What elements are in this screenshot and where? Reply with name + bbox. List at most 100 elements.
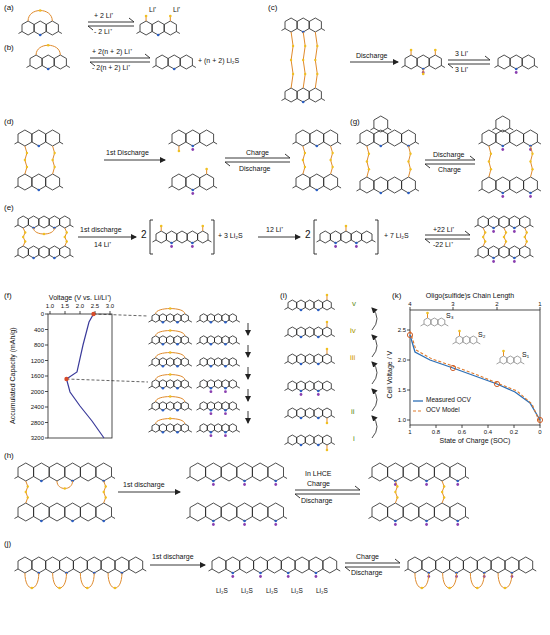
structure-stroke [236, 430, 240, 432]
atom-dot [515, 71, 518, 74]
panel-letter: (i) [280, 292, 287, 300]
annotation-text: Cell Voltage / V [386, 351, 393, 399]
atom-dot [25, 491, 27, 493]
bracket [150, 220, 153, 254]
ring [281, 557, 295, 573]
atom-dot [425, 520, 428, 523]
annotation-text: 0.6 [458, 429, 466, 435]
sulfur-loop [53, 573, 67, 588]
atom-dot [421, 587, 424, 590]
structure-stroke [110, 311, 111, 314]
atom-dot [492, 257, 495, 260]
plot-frame [48, 314, 112, 438]
atom-dot [259, 572, 262, 575]
ring [524, 130, 538, 146]
atom-dot [492, 230, 495, 233]
ring [305, 327, 314, 337]
ring [252, 463, 268, 481]
structure-stroke [236, 320, 240, 322]
ring [305, 381, 314, 391]
panel-letter: (k) [392, 292, 401, 300]
ring [323, 408, 332, 418]
ring [372, 503, 388, 521]
atom-dot [176, 321, 179, 324]
atom-dot [331, 166, 333, 168]
atom-dot [304, 45, 306, 47]
atom-dot [304, 152, 306, 154]
atom-dot [169, 417, 172, 420]
structure-stroke [15, 569, 19, 571]
annotation-text: Li⁺ [173, 6, 180, 13]
atom-dot [300, 393, 303, 396]
annotation-text: 2400 [31, 404, 44, 410]
structure-stroke [410, 425, 411, 428]
panel-letter: (c) [268, 4, 277, 12]
ring [226, 557, 240, 573]
structure-stroke [537, 142, 541, 144]
atom-dot [243, 523, 246, 526]
atom-dot [292, 45, 294, 47]
sulfur-loop [443, 573, 457, 588]
structure-stroke [337, 569, 341, 571]
ring [39, 246, 49, 258]
annotation-text: Li₂S [291, 588, 303, 595]
structure-stroke [176, 32, 180, 34]
ring [424, 318, 431, 326]
ring [22, 21, 34, 35]
atom-dot [513, 227, 516, 230]
structure-stroke [45, 422, 48, 423]
atom-dot [224, 365, 227, 368]
structure-stroke [357, 189, 361, 191]
ring [167, 314, 174, 322]
ring [42, 55, 54, 69]
atom-dot [162, 387, 165, 390]
atom-dot [456, 483, 459, 486]
ring [268, 463, 284, 481]
ring [54, 55, 66, 69]
ring [152, 380, 159, 388]
atom-dot [304, 73, 306, 75]
atom-dot [425, 483, 428, 486]
ring [509, 246, 519, 258]
structure-stroke [214, 186, 218, 188]
atom-dot [24, 159, 26, 161]
bracket [375, 220, 378, 254]
annotation-text: 0.2 [510, 429, 518, 435]
atom-dot [176, 343, 179, 346]
ring [206, 503, 222, 521]
ring [60, 216, 70, 228]
atom-dot [162, 409, 165, 412]
ring [297, 435, 306, 445]
ring [34, 21, 46, 35]
ring [499, 246, 509, 258]
atom-dot [91, 312, 95, 316]
ring [514, 356, 521, 364]
atom-dot [529, 192, 532, 195]
ring [152, 358, 159, 366]
ring [268, 503, 284, 521]
ring [314, 408, 323, 418]
ring [456, 336, 463, 344]
ring [237, 463, 253, 481]
structure-stroke [284, 477, 288, 479]
atom-dot [513, 257, 516, 260]
atom-dot [37, 189, 40, 192]
atom-dot [334, 242, 337, 245]
ring [388, 177, 402, 193]
ring [229, 380, 236, 388]
ring [431, 318, 438, 326]
structure-stroke [187, 517, 191, 519]
ring [297, 327, 306, 337]
atom-dot [53, 257, 56, 260]
atom-dot [64, 377, 68, 381]
atom-dot [476, 587, 479, 590]
annotation-text: S₁ [522, 351, 529, 358]
atom-dot [317, 417, 320, 420]
annotation-text: Li⁺ [149, 6, 156, 13]
ring [28, 246, 38, 258]
atom-dot [210, 434, 213, 437]
atom-dot [334, 245, 337, 248]
atom-dot [505, 231, 507, 233]
ring [324, 130, 338, 146]
atom-dot [317, 390, 320, 393]
